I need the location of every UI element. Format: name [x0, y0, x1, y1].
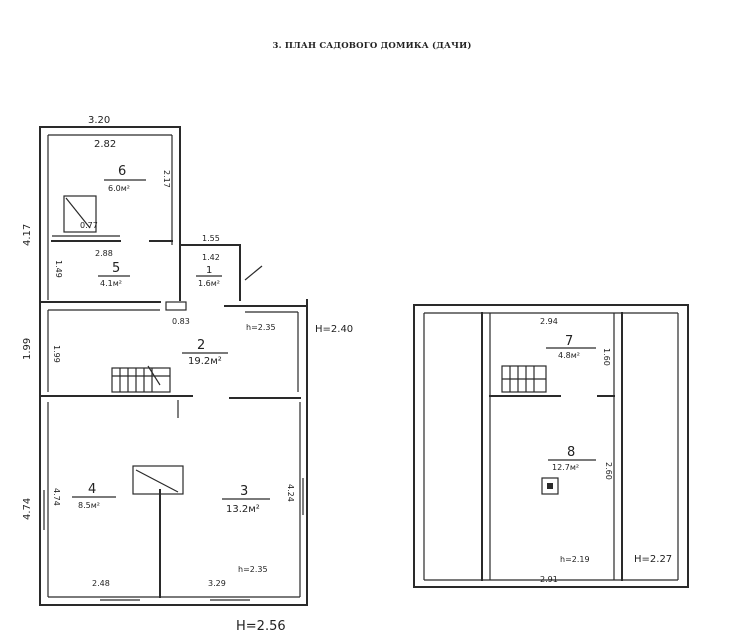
dim-top-inner: 2.82	[94, 139, 116, 150]
room8-area: 12.7м²	[552, 463, 579, 472]
attic-dim-side-room7: 1.60	[602, 348, 611, 366]
room6-number: 6	[118, 164, 126, 179]
ground-floor-fixtures	[52, 195, 184, 495]
room6-area: 6.0м²	[108, 184, 130, 193]
dim-room5-width: 2.88	[95, 249, 113, 258]
attic-floor-walls	[413, 304, 689, 588]
attic-floor-fixtures	[501, 365, 559, 495]
room7-area: 4.8м²	[558, 351, 580, 360]
dim-room4-side: 4.74	[52, 488, 61, 506]
attic-floor-labels: 2.94 2.91 1.60 2.60 h=2.19 H=2.27 7 4.8м…	[540, 317, 672, 584]
stairs-attic	[501, 365, 547, 393]
dim-small-width: 0.83	[172, 317, 190, 326]
room4-number: 4	[88, 482, 96, 497]
room3-area: 13.2м²	[226, 504, 260, 515]
dim-bottom-right: 3.29	[208, 579, 226, 588]
dim-room5-side: 1.49	[54, 260, 63, 278]
plan-title: 3. ПЛАН САДОВОГО ДОМИКА (ДАЧИ)	[272, 41, 472, 51]
height-lower: h=2.35	[238, 565, 268, 574]
attic-dim-top: 2.94	[540, 317, 558, 326]
chimney-upper	[165, 301, 187, 311]
room1-area: 1.6м²	[198, 279, 220, 288]
room3-number: 3	[240, 484, 248, 499]
room8-number: 8	[567, 445, 575, 460]
stove-room6	[63, 195, 97, 233]
stairs-ground	[111, 365, 171, 393]
stove-main	[132, 465, 184, 495]
dim-room1-width: 1.42	[202, 253, 220, 262]
dim-left-mid: 1.99	[22, 338, 33, 360]
dim-stair-label: 0.77	[80, 221, 98, 230]
dim-top-outer: 3.20	[88, 115, 110, 126]
dim-room6-side: 2.17	[162, 170, 171, 188]
room2-area: 19.2м²	[188, 356, 222, 367]
dim-corridor-width: 1.55	[202, 234, 220, 243]
room5-number: 5	[112, 261, 120, 276]
dim-left-upper: 4.17	[22, 224, 33, 246]
dim-left-lower: 4.74	[22, 498, 33, 520]
room7-number: 7	[565, 334, 573, 349]
attic-height-outer: H=2.27	[634, 554, 672, 565]
height-total: H=2.56	[236, 619, 286, 634]
height-upper: h=2.35	[246, 323, 276, 332]
height-outer: H=2.40	[315, 324, 353, 335]
attic-height-inner: h=2.19	[560, 555, 590, 564]
dim-bottom-left: 2.48	[92, 579, 110, 588]
attic-dim-side-room8: 2.60	[604, 462, 613, 480]
room2-number: 2	[197, 338, 205, 353]
attic-dim-bottom: 2.91	[540, 575, 558, 584]
dim-room2-side: 1.99	[52, 345, 61, 363]
dim-room3-side: 4.24	[286, 484, 295, 502]
ground-floor-labels: 3.20 2.82 4.17 1.99 4.74 2.88 1.55 1.42 …	[22, 115, 353, 634]
room4-area: 8.5м²	[78, 501, 100, 510]
chimney-attic	[541, 477, 559, 495]
room1-number: 1	[206, 265, 212, 276]
room5-area: 4.1м²	[100, 279, 122, 288]
ground-floor-walls	[39, 126, 308, 606]
